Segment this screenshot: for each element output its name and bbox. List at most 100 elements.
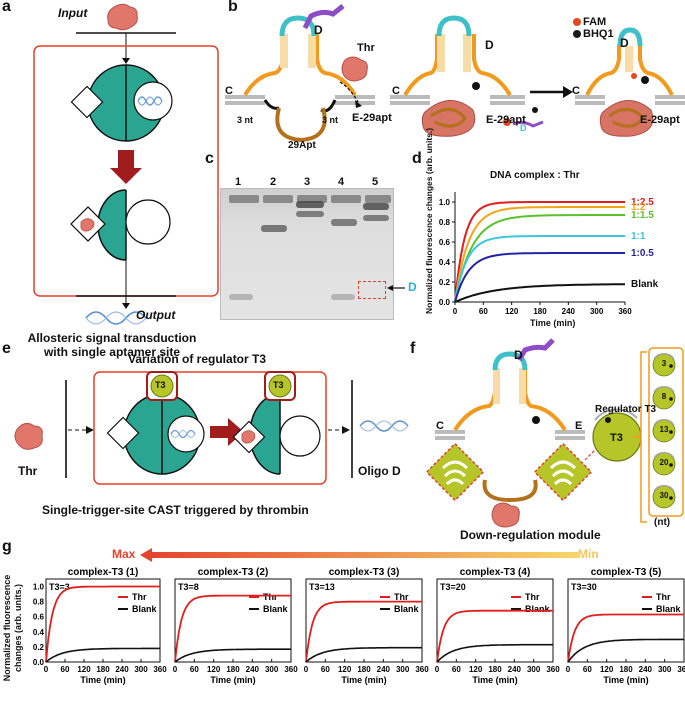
g-xtick-label: 300 [396,665,410,674]
g-ylabel-line2: changes (arb. units.) [13,584,23,673]
g-xtick-label: 180 [226,665,240,674]
g-xlabel: Time (min) [80,675,125,685]
b-3nt-left: 3 nt [237,115,254,125]
g-xtick-label: 240 [246,665,260,674]
g-legend-blank: Blank [656,604,682,614]
chart-d-series-line [454,206,625,303]
g-xtick-label: 60 [321,665,330,674]
g-legend-blank: Blank [394,604,420,614]
gel-arrow [387,285,405,291]
g-xlabel: Time (min) [341,675,386,685]
b-29apt-label: 29Apt [288,140,316,151]
panel-a-caption-line2: with single aptamer site [43,345,181,359]
g-chart-title: complex-T3 (2) [198,567,269,578]
t3-variant-arc [653,451,675,459]
chart-d-ytick-label: 0.6 [439,238,451,247]
chart-d-series-label: 1:1.5 [631,210,654,221]
b-e29apt-2: E-29apt [486,114,526,126]
b-d-label-3: D [620,36,629,50]
t3-variant: 30 [651,484,677,510]
chart-d-xtick-label: 240 [562,307,576,316]
g-min-label: Min [578,547,599,561]
g-legend-thr: Thr [394,592,409,602]
g-legend-thr: Thr [132,592,147,602]
f-d-label: D [514,348,523,362]
g-thr-line [567,613,684,663]
g-thr-line [436,609,553,663]
panel-letter-d: d [412,150,422,167]
g-xlabel: Time (min) [210,675,255,685]
g-blank-line [174,648,291,663]
g-xtick-label: 120 [207,665,221,674]
g-chart-title: complex-T3 (3) [329,567,400,578]
g-ytick-label: 0.6 [33,613,45,622]
chart-d-xtick-label: 120 [505,307,519,316]
t3-variant-arc [653,385,675,393]
t3-variant-dot [669,364,673,368]
t3-variant-label: 30 [659,491,669,500]
f-t3-label: T3 [610,432,623,444]
panel-e-title: Variation of regulator T3 [128,352,267,366]
panel-f-caption: Down-regulation module [460,528,601,542]
panel-letter-e: e [2,340,11,357]
chart-d-series-label: 1:0.5 [631,248,654,259]
panel-letter-a: a [2,0,11,15]
g-chart-t3: T3=13 [309,582,335,592]
chart-d-xtick-label: 180 [533,307,547,316]
t3-variant-dot [669,397,673,401]
g-blank-line [567,638,684,663]
panel-e-caption: Single-trigger-site CAST triggered by th… [42,503,309,517]
g-xtick-label: 0 [304,665,309,674]
g-blank-line [436,643,553,663]
t3-variant-dot [669,496,673,500]
g-ytick-label: 0.2 [33,643,45,652]
chart-d-xtick-label: 0 [453,307,458,316]
g-xtick-label: 300 [527,665,541,674]
chart-d-ytick-label: 0.0 [439,298,451,307]
g-xtick-label: 360 [284,665,298,674]
lane-3: 3 [304,176,311,188]
chart-d-series-line [454,201,625,303]
chart-d-series-label: 1:2.5 [631,197,654,208]
panel-f-diagram [425,338,684,528]
chart-d-ytick-label: 0.8 [439,218,451,227]
chart-d-xtick-label: 360 [618,307,632,316]
panel-b-diagram [225,4,685,143]
f-e-label: E [575,420,583,432]
b-3nt-right: 3 nt [322,115,339,125]
g-xlabel: Time (min) [472,675,517,685]
t3-variant-label: 20 [659,458,669,467]
chart-d-xlabel: Time (min) [530,318,576,328]
g-legend-thr: Thr [656,592,671,602]
g-max-label: Max [112,547,136,561]
output-label: Output [136,308,176,322]
legend-fam: FAM [583,16,607,28]
g-ytick-label: 0.4 [33,628,45,637]
chart-d-series-label: 1:1 [631,231,646,242]
panel-a-diagram [33,3,219,325]
g-xtick-label: 0 [435,665,440,674]
b-d-label-2: D [485,38,494,52]
g-chart-t3: T3=8 [178,582,199,592]
g-thr-line [45,585,160,663]
b-thr-label: Thr [357,42,375,54]
g-xtick-label: 60 [452,665,461,674]
b-c-label-3: C [572,85,580,97]
g-xtick-label: 240 [115,665,129,674]
f-regulator-label: Regulator T3 [595,404,657,415]
t3-variant-label: 8 [661,392,667,401]
chart-d-series-line [454,235,625,303]
t3-variant-arc [653,352,675,360]
g-chart-t3: T3=3 [49,582,70,592]
chart-d-series-label: Blank [631,279,659,290]
g-chart-title: complex-T3 (4) [460,567,531,578]
e-oligo-label: Oligo D [358,464,401,478]
g-xtick-label: 60 [583,665,592,674]
e-thr-label: Thr [18,464,38,478]
t3-variant-dot [669,463,673,467]
chart-d-series-line [454,252,625,303]
